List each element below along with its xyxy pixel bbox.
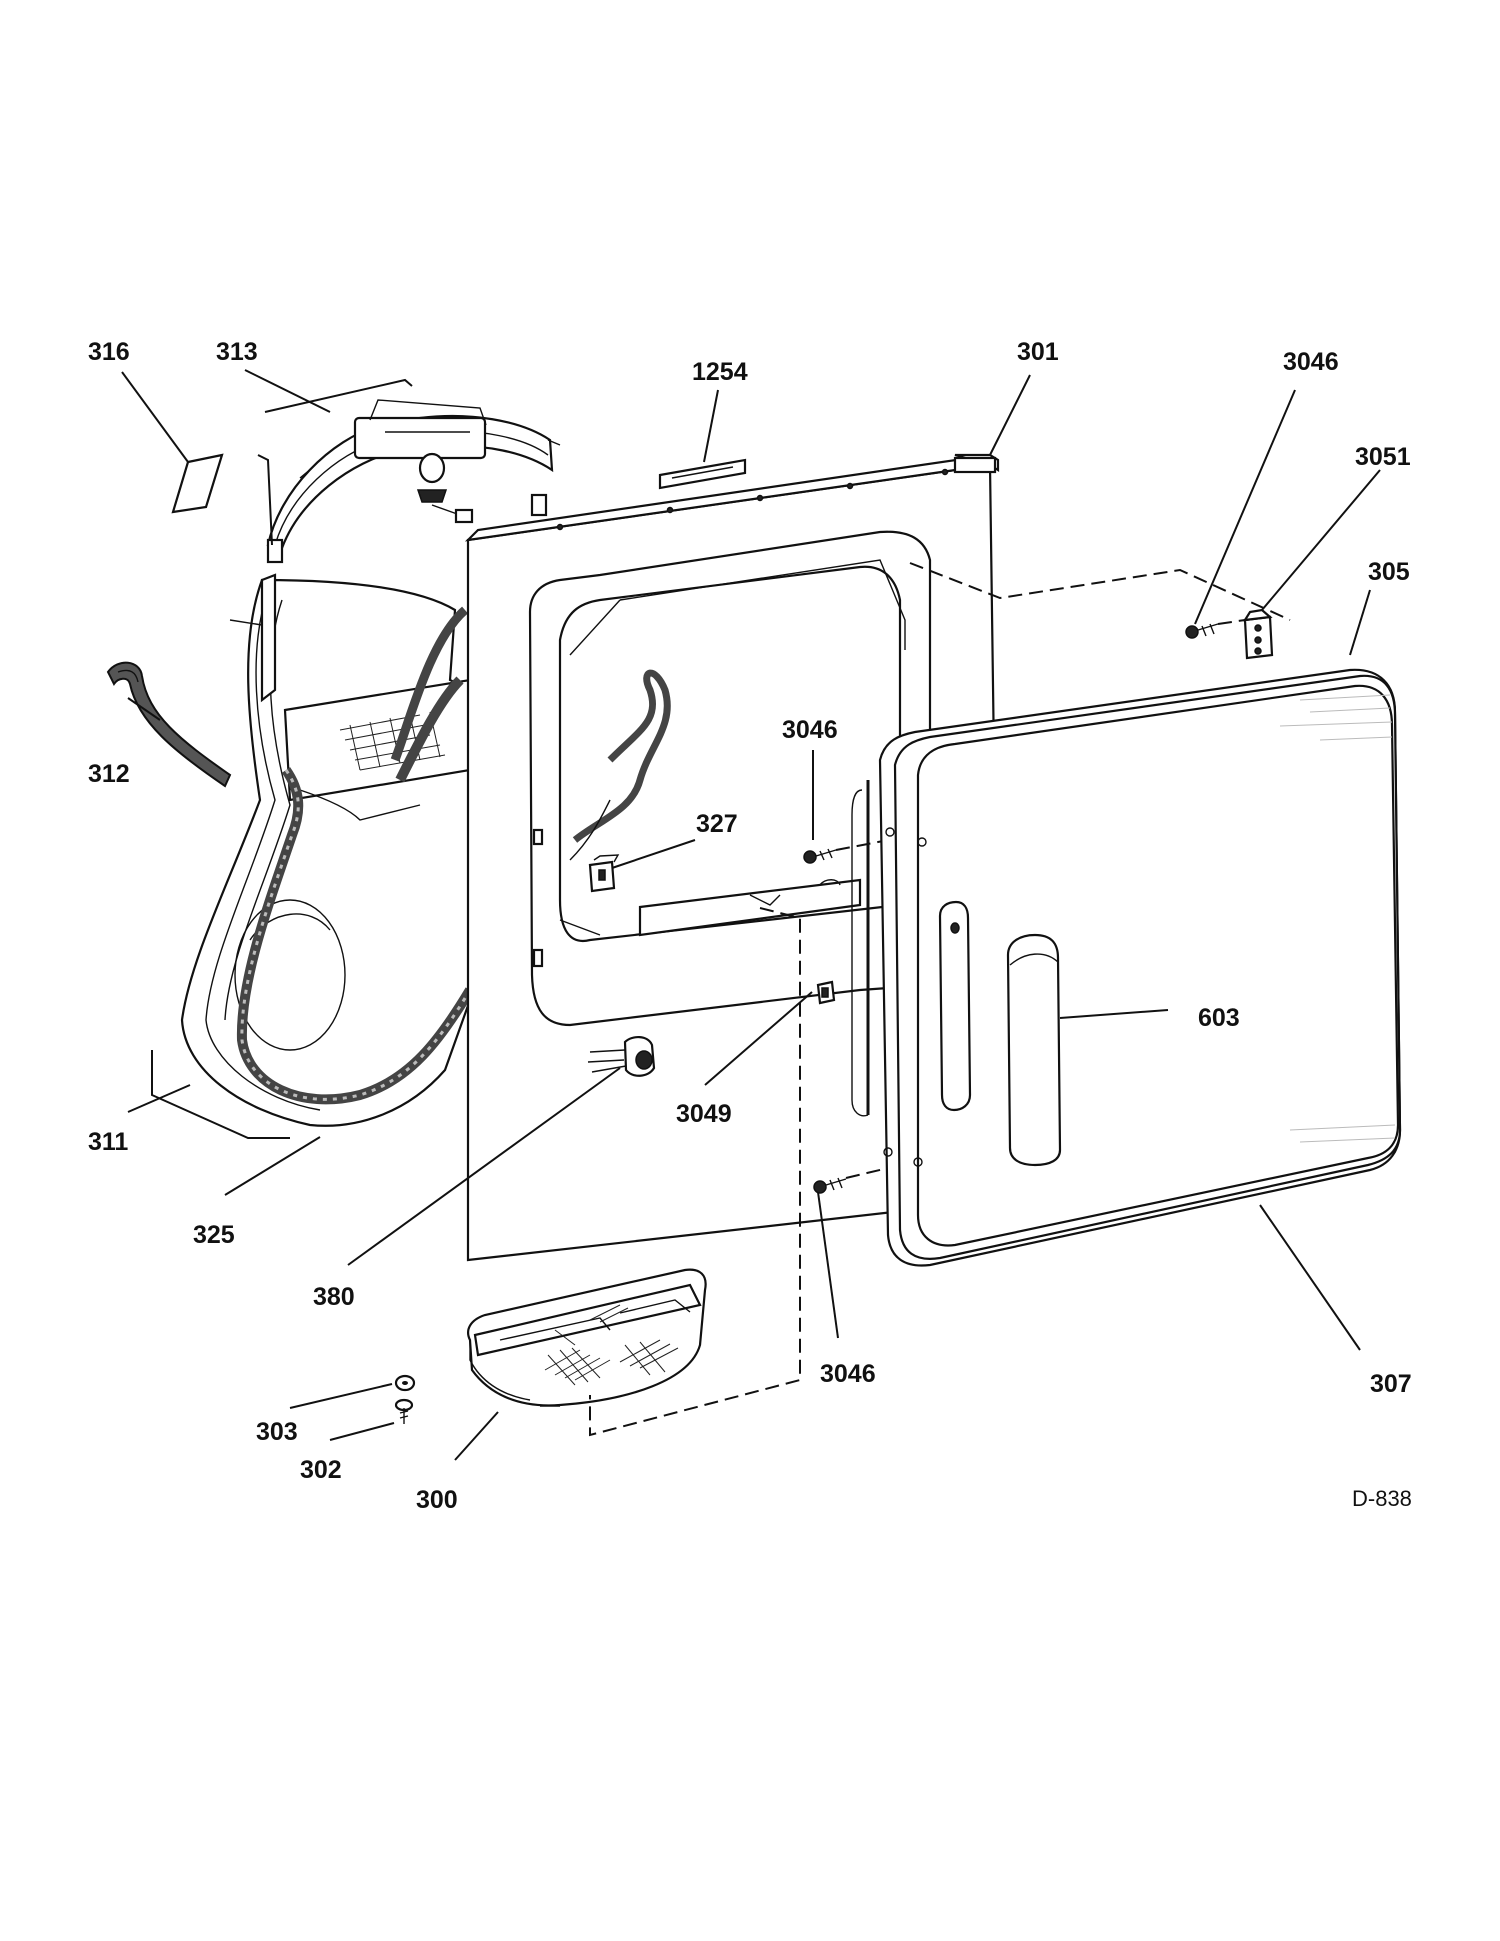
part-300-lint-filter [467,1268,707,1407]
part-303-washer [394,1374,416,1392]
leader-lines [121,369,1381,1461]
part-380-lamp [587,1036,656,1077]
callout-327: 327 [696,810,738,838]
callout-300: 300 [416,1486,458,1514]
part-312-seal-strip [106,661,232,788]
callout-380: 380 [313,1283,355,1311]
callout-603: 603 [1198,1004,1240,1032]
part-307-door [851,668,1402,1267]
callout-3046-bottom: 3046 [820,1360,876,1388]
part-327-switch [588,854,620,893]
callout-316: 316 [88,338,130,366]
callout-313: 313 [216,338,258,366]
part-302-screw [394,1398,414,1424]
part-3049-clip [816,980,836,1005]
callout-311: 311 [88,1128,128,1156]
callout-1254: 1254 [692,358,748,386]
alignment-lines [589,562,1291,1437]
callout-303: 303 [256,1418,298,1446]
callout-3046-mid: 3046 [782,716,838,744]
callout-302: 302 [300,1456,342,1484]
callout-325: 325 [193,1221,235,1249]
callout-3046-top: 3046 [1283,348,1339,376]
callout-312: 312 [88,760,130,788]
part-313-bulkhead-arc [266,399,561,564]
callout-3051: 3051 [1355,443,1411,471]
part-3051-hinge [1242,608,1274,660]
part-3046-screw-top [1185,623,1219,639]
callout-307: 307 [1370,1370,1412,1398]
callout-labels: 316 313 1254 301 3046 3051 305 312 3046 … [88,338,1412,1514]
part-1254-badge [658,458,747,490]
callout-3049: 3049 [676,1100,732,1128]
part-316-pad [171,453,224,514]
diagram-code: D-838 [1352,1486,1412,1511]
callout-305: 305 [1368,558,1410,586]
callout-301: 301 [1017,338,1059,366]
part-311-front-bulkhead [180,573,475,1127]
